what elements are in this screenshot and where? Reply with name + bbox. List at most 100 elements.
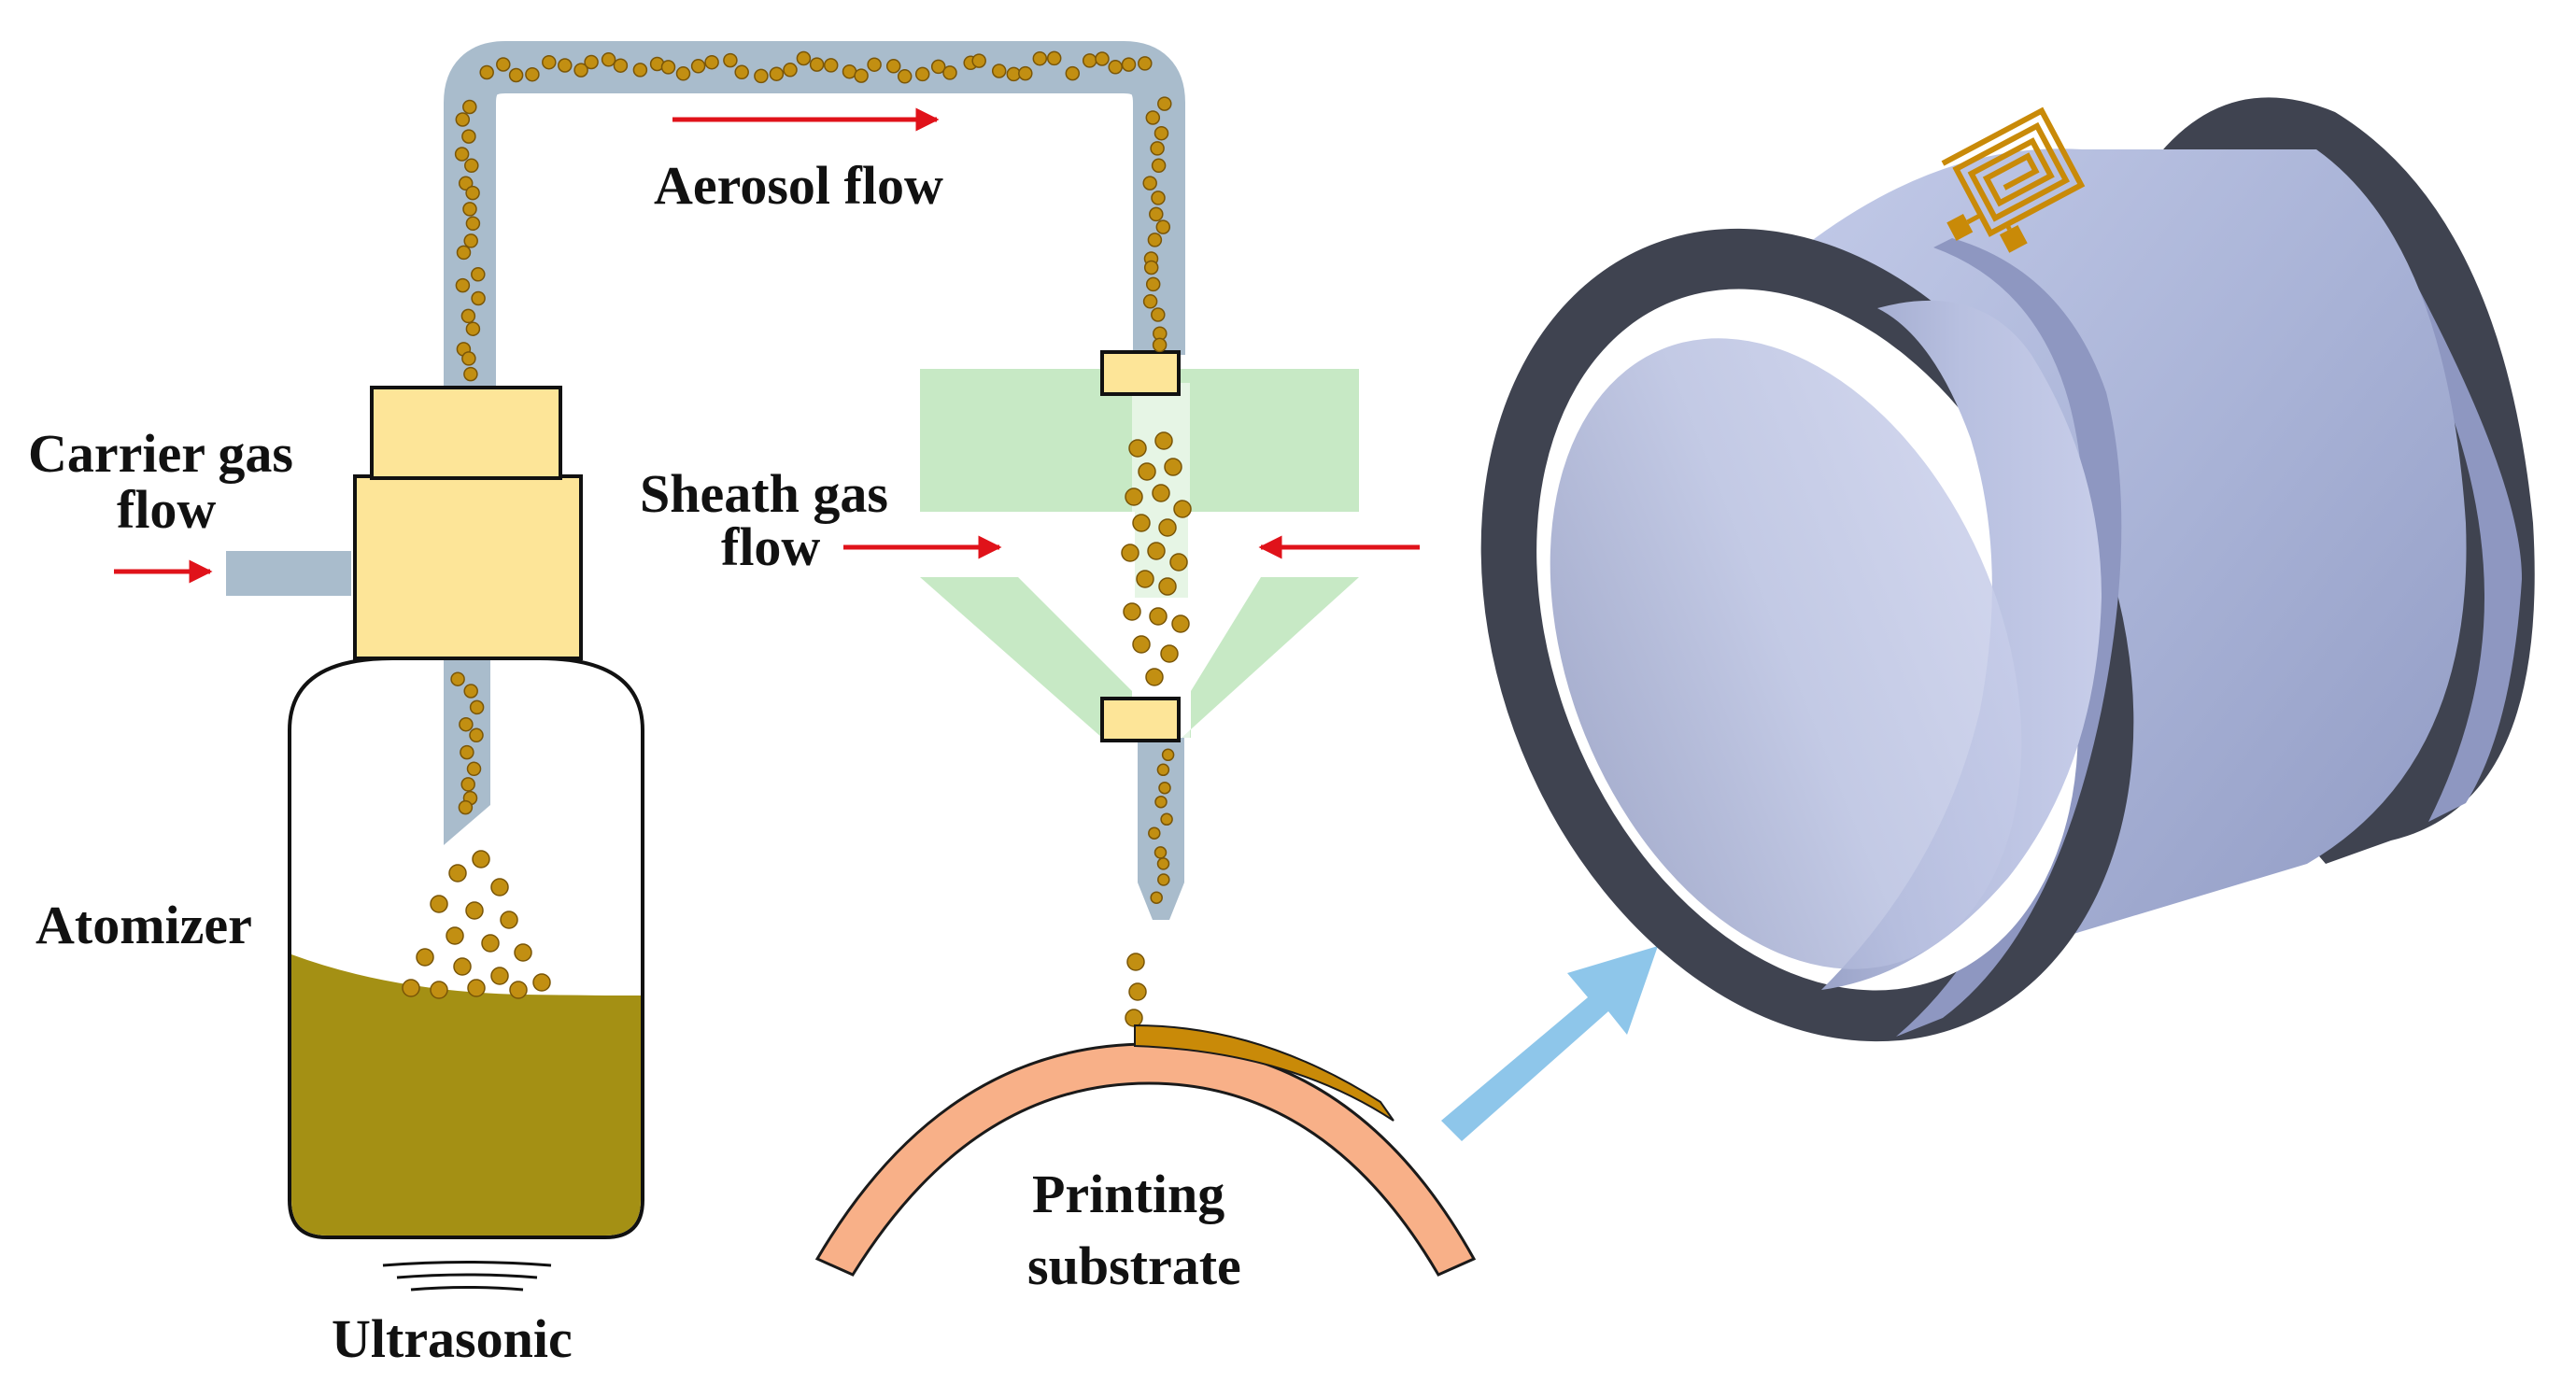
aerosol-particle [471,290,486,306]
label-ultrasonic: Ultrasonic [332,1308,573,1369]
aerosol-particle [509,981,528,999]
aerosol-particle [991,64,1007,78]
aerosol-particle [854,68,869,83]
aerosol-particle [490,878,509,897]
aerosol-particle [1158,781,1171,795]
aerosol-particle [455,277,471,293]
substrate-arc [814,1042,1477,1277]
aerosol-particle [467,979,486,997]
aerosol-particle [1128,439,1147,458]
carrier-gas-inlet-tube [226,551,351,596]
ring-inner-shadow [1550,338,2022,969]
aerosol-particle [1156,857,1170,870]
aerosol-particle [453,957,472,976]
aerosol-particle [1108,60,1123,75]
aerosol-particle [430,895,448,913]
aerosol-particle [465,901,484,920]
ring-back-rim [2391,280,2522,822]
aerosol-particle [584,54,599,70]
aerosol-particle [1149,206,1164,222]
aerosol-particle [1160,812,1173,826]
aerosol-particle [472,850,490,868]
aerosol-particle [823,58,839,73]
aerosol-particle [514,943,532,962]
aerosol-particle [1157,873,1170,886]
label-carrier-gas-line1: Carrier gas [28,423,293,484]
aerosol-particle [463,233,478,248]
aerosol-particle [573,63,588,78]
aerosol-particle [458,799,474,815]
ring-device [1480,97,2535,1042]
ultrasonic-waves [382,1261,552,1292]
aerosol-particle [416,948,434,967]
aerosol-particle [1121,544,1139,562]
aerosol-particle [462,99,477,115]
aerosol-particle [1032,50,1048,66]
nozzle-funnel-left [920,577,1132,738]
label-aerosol-flow: Aerosol flow [654,155,943,216]
aerosol-particle [430,981,448,999]
label-sheath-gas-line1: Sheath gas [640,463,888,524]
aerosol-particle [971,53,986,68]
aerosol-particle [1161,748,1175,762]
aerosol-particle [1125,487,1143,506]
aerosol-particle [460,744,474,760]
aerosol-particle [1160,644,1179,663]
aerosol-particle [1142,176,1157,191]
aerosol-particle [525,66,540,82]
aerosol-particle [754,68,769,84]
label-carrier-gas-line2: flow [117,479,216,540]
aerosol-particle [1132,514,1151,532]
aerosol-particle [469,727,484,743]
ring-inner-wall [1821,300,2102,990]
aerosol-particle [613,58,629,73]
atomizer-assembly [226,41,1185,1292]
ring-front-flange-edge [1896,238,2122,1037]
aerosol-particle [465,185,480,201]
aerosol-particle [1149,607,1168,626]
aerosol-particle [723,52,738,68]
aerosol-particle [809,57,825,72]
aerosol-particle [1154,795,1168,809]
aerosol-particle [1138,56,1153,71]
aerosol-particle [690,59,706,74]
aerosol-particle [1173,500,1192,518]
aerosol-particle [1150,141,1165,156]
aerosol-particle [897,69,913,84]
aerosol-particle [532,973,551,992]
aerosol-particle [1136,570,1154,588]
aerosol-particle [542,54,557,70]
aerosol-particle [660,60,676,75]
aerosol-particle [481,934,500,953]
aerosol-particle [704,54,719,70]
aerosol-particle [885,59,901,74]
aerosol-particle [460,308,476,324]
aerosol-particles [402,50,1192,1027]
aerosol-particle [459,716,474,732]
aerosol-particle [1065,65,1081,81]
aerosol-particle [1147,233,1163,247]
aerosol-particle [465,321,481,336]
printed-trace [1134,1024,1394,1122]
aerosol-particle [601,52,616,67]
atomizer-liquid [291,954,641,1236]
aerosol-particle [1145,668,1164,686]
aerosol-particle [1152,337,1168,353]
aerosol-particle [1154,431,1173,450]
aerosol-particle [783,63,798,78]
aerosol-transport-tube [444,41,1185,392]
aerosol-particle [867,57,882,72]
labels: Carrier gas flow Aerosol flow Sheath gas… [28,155,1241,1369]
aerosol-particle [1156,763,1170,777]
printing-substrate [814,1024,1477,1277]
aerosol-particle [458,176,474,191]
aerosol-particle [1121,57,1137,72]
aerosol-particle [1151,158,1167,174]
aerosol-particle [490,967,509,985]
aerosol-particle [1123,602,1141,621]
atomizer-cap-upper [370,386,562,480]
aerosol-particle [496,57,511,72]
aerosol-particle [471,267,486,282]
aerosol-particle [1151,191,1166,205]
aerosol-particle [1018,65,1033,81]
